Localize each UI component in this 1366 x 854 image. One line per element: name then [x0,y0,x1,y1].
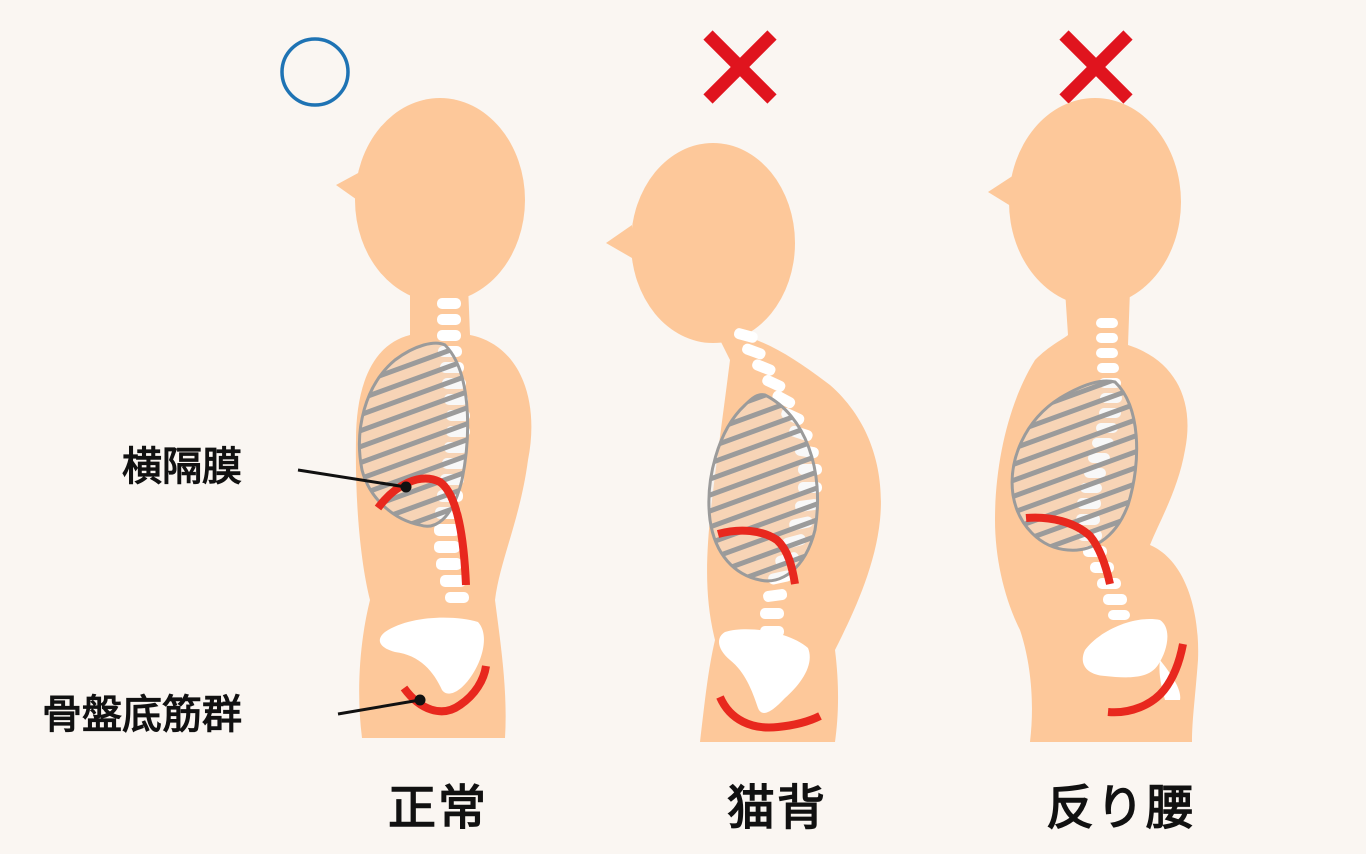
caption-hunchback: 猫背 [727,780,828,836]
bad-mark-icon [1059,30,1133,104]
caption-normal: 正常 [388,780,489,836]
figure-hunchback [606,30,881,742]
diaphragm-label: 横隔膜 [122,444,242,490]
ribcage-swayback [1010,379,1139,552]
bad-mark-icon [703,30,777,104]
pelvis-normal [379,617,484,694]
pelvic-floor-label: 骨盤底筋群 [42,692,242,738]
diaphragm-pointer [297,468,407,489]
pelvic-floor-pointer [337,698,421,716]
caption-swayback: 反り腰 [1046,780,1197,836]
diaphragm-pointer-dot [400,481,412,493]
good-mark-icon [280,37,350,107]
pelvic-floor-line-swayback [1107,643,1187,717]
figure-swayback [988,30,1199,742]
figure-normal [280,37,532,738]
pelvis-swayback [1082,619,1181,700]
diaphragm-line-normal [374,474,470,586]
pelvic-floor-pointer-dot [414,694,426,706]
pelvic-floor-line-hunchback [716,695,822,732]
pelvis-hunchback [718,629,810,713]
diaphragm-line-swayback [1025,513,1114,585]
diaphragm-line-hunchback [716,526,799,585]
